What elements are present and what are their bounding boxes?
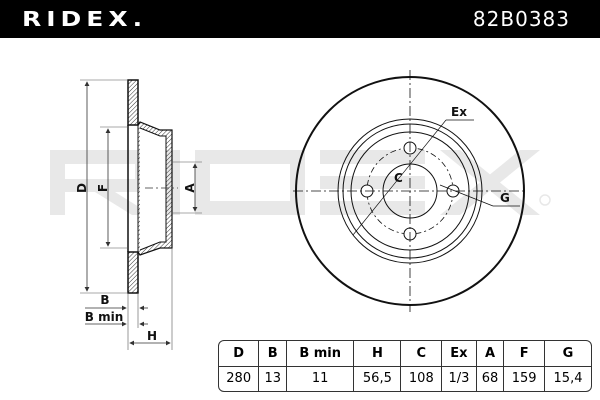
- label-B-min: B min: [85, 310, 123, 324]
- spec-table: D B B min H C Ex A F G 280 13 11 56,5 10…: [218, 340, 592, 392]
- header-C: C: [400, 341, 443, 367]
- value-H: 56,5: [353, 366, 402, 391]
- label-Ex: Ex: [451, 105, 467, 119]
- header-F: F: [503, 341, 546, 367]
- part-number: 82B0383: [472, 7, 570, 31]
- value-C: 108: [400, 366, 443, 391]
- front-view: [293, 70, 527, 312]
- value-B: 13: [258, 366, 288, 391]
- label-A: A: [183, 183, 197, 193]
- header-A: A: [476, 341, 505, 367]
- header-Ex: Ex: [441, 341, 477, 367]
- side-profile: [80, 79, 202, 350]
- value-A: 68: [476, 366, 505, 391]
- label-B: B: [100, 293, 109, 307]
- label-C: C: [394, 171, 403, 185]
- header-G: G: [544, 341, 591, 367]
- header-B-min: B min: [286, 341, 355, 367]
- header-B: B: [258, 341, 288, 367]
- brand-logo: RIDEX.: [22, 7, 148, 31]
- value-D: 280: [219, 366, 260, 391]
- header-D: D: [219, 341, 260, 367]
- value-B-min: 11: [286, 366, 355, 391]
- value-F: 159: [503, 366, 546, 391]
- label-F: F: [96, 184, 110, 192]
- label-H: H: [147, 329, 157, 343]
- label-D: D: [75, 183, 89, 193]
- value-G: 15,4: [553, 371, 583, 387]
- header-H: H: [353, 341, 402, 367]
- label-G: G: [500, 191, 510, 205]
- header-bar: RIDEX. 82B0383: [0, 0, 600, 38]
- value-Ex: 1/3: [441, 366, 477, 391]
